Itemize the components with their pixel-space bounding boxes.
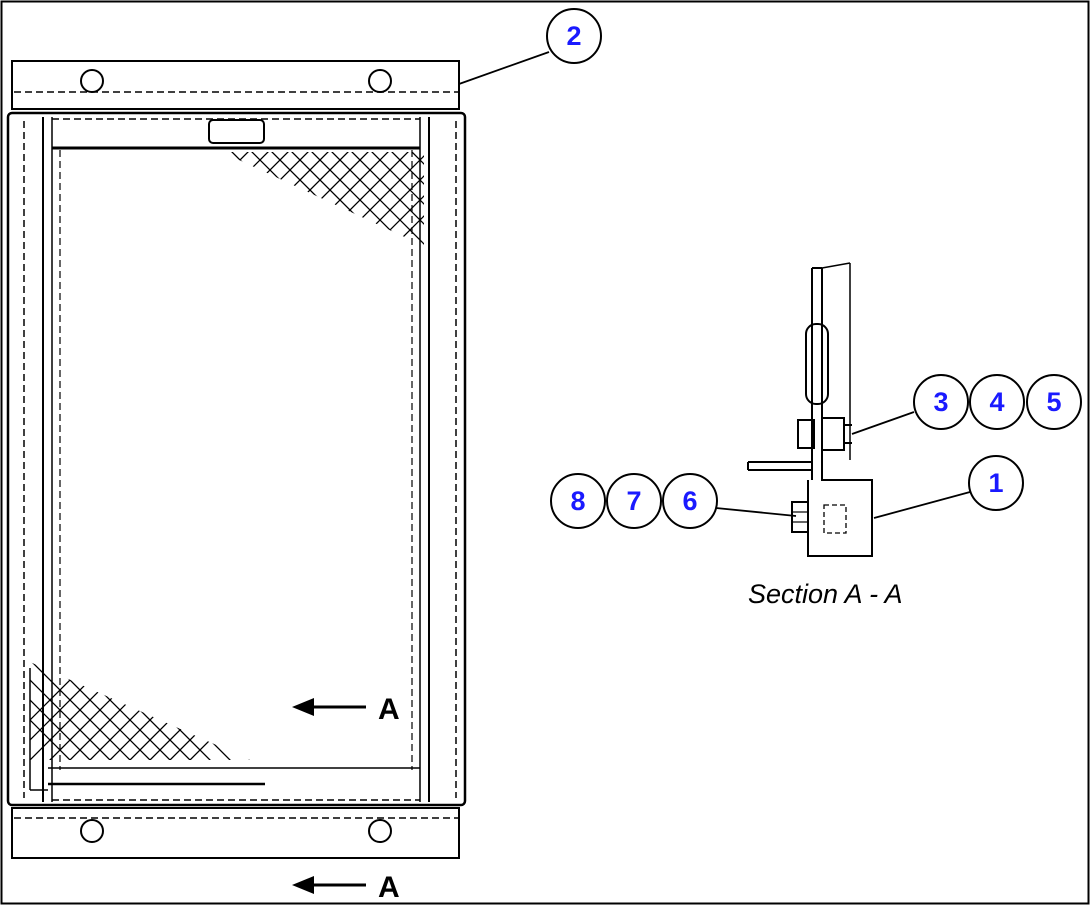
screen-mesh-top	[222, 152, 424, 246]
callout-2: 2	[546, 8, 602, 64]
lower-bolt-head	[791, 501, 809, 533]
top-latch-tab	[208, 119, 265, 144]
top-right-mount-hole	[368, 69, 392, 93]
section-arrow-inner-label: A	[378, 693, 400, 726]
svg-text:2: 2	[566, 21, 581, 51]
callout-6: 6	[662, 473, 718, 529]
section-arrow-bottom-label: A	[378, 871, 400, 904]
upper-nut	[821, 417, 845, 451]
angle-bracket	[807, 462, 873, 557]
bottom-bracket	[11, 807, 460, 859]
callout-7: 7	[606, 473, 662, 529]
svg-text:1: 1	[988, 468, 1003, 498]
callout-4: 4	[969, 374, 1025, 430]
bottom-left-mount-hole	[80, 819, 104, 843]
screen-assembly-front-view	[6, 60, 467, 859]
callout-8: 8	[550, 473, 606, 529]
section-arrow-inner: A	[292, 693, 400, 726]
callout-1: 1	[968, 455, 1024, 511]
leader-lines	[458, 51, 971, 519]
adjustment-slot	[805, 323, 829, 405]
section-view	[747, 262, 873, 557]
top-bracket	[11, 60, 460, 110]
upper-bolt-head	[797, 419, 815, 449]
svg-text:3: 3	[933, 387, 948, 417]
callout-5: 5	[1026, 374, 1082, 430]
top-left-mount-hole	[80, 69, 104, 93]
section-title: Section A - A	[748, 579, 903, 609]
section-arrow-bottom: A	[292, 871, 400, 904]
svg-text:7: 7	[626, 486, 641, 516]
callout-3: 3	[913, 374, 969, 430]
svg-text:6: 6	[682, 486, 697, 516]
svg-text:8: 8	[570, 486, 585, 516]
svg-text:5: 5	[1046, 387, 1061, 417]
svg-text:4: 4	[989, 387, 1004, 417]
screen-mesh-bottom	[30, 662, 250, 760]
bottom-right-mount-hole	[368, 819, 392, 843]
screen-frame	[6, 111, 467, 807]
